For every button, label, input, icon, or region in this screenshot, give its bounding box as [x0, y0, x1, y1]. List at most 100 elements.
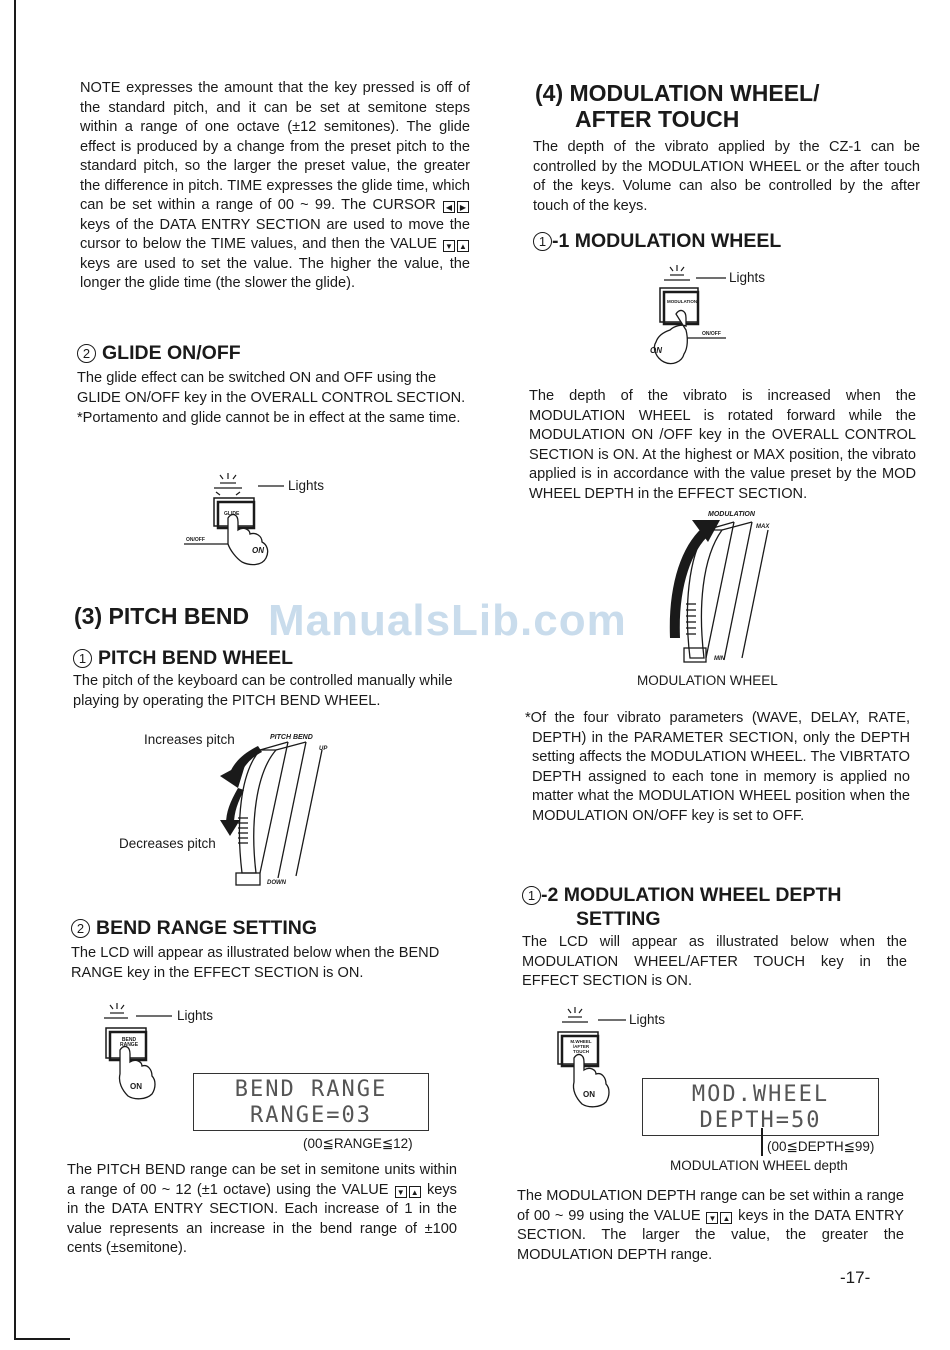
range-note: (00≦RANGE≦12)	[303, 1136, 413, 1151]
glide-onoff-label: ON/OFF	[186, 537, 205, 543]
bend-range-lights-label: Lights	[177, 1008, 214, 1023]
lcd-line-1: MOD.WHEEL	[691, 1082, 830, 1107]
glide-text: The glide effect can be switched ON and …	[77, 370, 466, 406]
bend-range-key-illustration: Lights BEND RANGE ON	[100, 1000, 280, 1110]
modulation-title-line2: AFTER TOUCH	[575, 106, 740, 132]
glide-title: GLIDE ON/OFF	[102, 342, 241, 364]
mod-depth-title-line1: -2 MODULATION WHEEL DEPTH	[541, 884, 842, 906]
modulation-lights-label: Lights	[729, 270, 766, 285]
mod-depth-text: The LCD will appear as illustrated below…	[522, 934, 907, 989]
mod-depth-heading: 1-2 MODULATION WHEEL DEPTH SETTING	[522, 883, 922, 931]
page-border-bottom	[14, 1338, 70, 1340]
pitch-bend-title: (3) PITCH BEND	[74, 603, 250, 629]
note-paragraph: NOTE expresses the amount that the key p…	[80, 79, 470, 294]
circled-number: 1	[522, 886, 541, 905]
pitch-bend-wheel-illustration: Increases pitch Decreases pitch PITCH BE…	[110, 728, 360, 893]
bend-range-key-label: BEND RANGE	[119, 1037, 139, 1048]
modulation-intro-text: The depth of the vibrato applied by the …	[533, 139, 920, 214]
mod-depth-key-illustration: Lights M.WHEEL /AFTER TOUCH ON	[552, 1004, 712, 1114]
bend-range-on-label: ON	[130, 1082, 142, 1091]
pitch-bend-wheel-label: PITCH BEND	[270, 734, 313, 741]
lcd-line-2: DEPTH=50	[699, 1108, 822, 1133]
lcd-line-1: BEND RANGE	[234, 1077, 388, 1102]
value-up-key-icon: ▲	[720, 1211, 733, 1224]
glide-note: *Portamento and glide cannot be in effec…	[77, 410, 461, 426]
pitch-bend-body: The pitch of the keyboard can be control…	[73, 672, 465, 711]
value-down-key-icon: ▼	[706, 1211, 719, 1224]
note-text-3: keys are used to set the value. The high…	[80, 255, 470, 292]
note-text-1: NOTE expresses the amount that the key p…	[80, 80, 470, 213]
glide-key-illustration: Lights GLIDE ON/OFF ON	[180, 470, 340, 570]
modulation-wheel-illustration: MODULATION MAX MIN	[650, 508, 790, 668]
modulation-wheel-title: -1 MODULATION WHEEL	[552, 230, 782, 252]
modulation-wheel-text: The depth of the vibrato is increased wh…	[529, 388, 916, 502]
value-down-key-icon: ▼	[443, 240, 455, 252]
pitch-bend-text: The pitch of the keyboard can be control…	[73, 673, 453, 709]
lamp-icon	[557, 1007, 626, 1108]
page-border-left	[14, 0, 16, 1340]
glide-on-label: ON	[252, 546, 264, 555]
depth-note: (00≦DEPTH≦99)	[767, 1139, 875, 1154]
glide-body: The glide effect can be switched ON and …	[77, 369, 467, 429]
modulation-diagram-label: MODULATION	[708, 511, 755, 518]
modulation-heading: (4) MODULATION WHEEL/ AFTER TOUCH	[535, 80, 925, 132]
depth-caption: MODULATION WHEEL depth	[670, 1158, 848, 1173]
down-label: DOWN	[267, 880, 286, 886]
cursor-right-key-icon: ▶	[457, 201, 469, 213]
bend-range-final-1: The PITCH BEND range can be set in semit…	[67, 1162, 457, 1198]
min-label: MIN	[714, 656, 725, 662]
mod-depth-final-2: keys in the DATA ENTRY SECTION. The larg…	[517, 1207, 904, 1263]
depth-pointer-line	[761, 1128, 763, 1156]
lamp-icon	[184, 473, 284, 566]
modulation-wheel-caption: MODULATION WHEEL	[637, 673, 778, 688]
bend-range-lcd: BEND RANGE RANGE=03	[193, 1073, 429, 1131]
modulation-key-label: MODULATION	[667, 299, 698, 304]
modulation-intro: The depth of the vibrato applied by the …	[533, 138, 920, 216]
value-up-key-icon: ▲	[457, 240, 469, 252]
bend-range-heading: 2 BEND RANGE SETTING	[71, 916, 471, 940]
lamp-icon	[104, 1003, 172, 1100]
modulation-on-label: ON	[650, 346, 662, 355]
value-up-key-icon: ▲	[408, 1185, 421, 1198]
lamp-icon	[653, 265, 726, 365]
pitch-bend-wheel-title: PITCH BEND WHEEL	[98, 647, 293, 669]
up-label: UP	[319, 746, 328, 752]
bend-range-text: The LCD will appear as illustrated below…	[71, 945, 440, 981]
page-number: -17-	[840, 1268, 871, 1287]
glide-lights-label: Lights	[288, 478, 325, 493]
circled-number: 1	[533, 232, 552, 251]
mod-depth-key-label: M.WHEEL /AFTER TOUCH	[570, 1039, 592, 1054]
vibrato-note: *Of the four vibrato parameters (WAVE, D…	[525, 710, 910, 824]
bend-range-body: The LCD will appear as illustrated below…	[71, 944, 461, 983]
modulation-wheel-body: The depth of the vibrato is increased wh…	[529, 387, 916, 504]
cursor-left-key-icon: ◀	[443, 201, 455, 213]
mod-depth-body: The LCD will appear as illustrated below…	[522, 933, 907, 992]
max-label: MAX	[756, 524, 770, 530]
modulation-wheel-heading: 1-1 MODULATION WHEEL	[533, 229, 923, 253]
pitch-bend-wheel-icon	[220, 741, 323, 886]
value-down-key-icon: ▼	[394, 1185, 407, 1198]
bend-range-title: BEND RANGE SETTING	[96, 917, 318, 939]
mod-depth-lights-label: Lights	[629, 1012, 666, 1027]
increases-pitch-label: Increases pitch	[144, 732, 235, 747]
modulation-key-illustration: Lights MODULATION ON/OFF ON	[630, 262, 800, 372]
mod-depth-final: The MODULATION DEPTH range can be set wi…	[517, 1187, 904, 1265]
vibrato-note-block: *Of the four vibrato parameters (WAVE, D…	[525, 709, 910, 826]
pitch-bend-wheel-heading: 1 PITCH BEND WHEEL	[73, 646, 473, 670]
lcd-line-2: RANGE=03	[250, 1103, 372, 1128]
mod-depth-on-label: ON	[583, 1090, 595, 1099]
mod-depth-final-1: The MODULATION DEPTH range can be set wi…	[517, 1188, 904, 1224]
modulation-wheel-icon	[669, 520, 769, 663]
mod-depth-lcd: MOD.WHEEL DEPTH=50	[642, 1078, 879, 1136]
circled-number: 2	[77, 344, 96, 363]
modulation-title-line1: (4) MODULATION WHEEL/	[535, 80, 820, 106]
modulation-onoff-label: ON/OFF	[702, 331, 721, 337]
decreases-pitch-label: Decreases pitch	[119, 836, 216, 851]
mod-depth-title-line2: SETTING	[576, 908, 661, 930]
bend-range-final: The PITCH BEND range can be set in semit…	[67, 1161, 457, 1259]
bend-range-final-2: keys in the DATA ENTRY SECTION. Each inc…	[67, 1181, 457, 1257]
glide-key-label: GLIDE	[224, 511, 240, 517]
circled-number: 2	[71, 919, 90, 938]
circled-number: 1	[73, 649, 92, 668]
glide-heading: 2 GLIDE ON/OFF	[77, 341, 477, 365]
